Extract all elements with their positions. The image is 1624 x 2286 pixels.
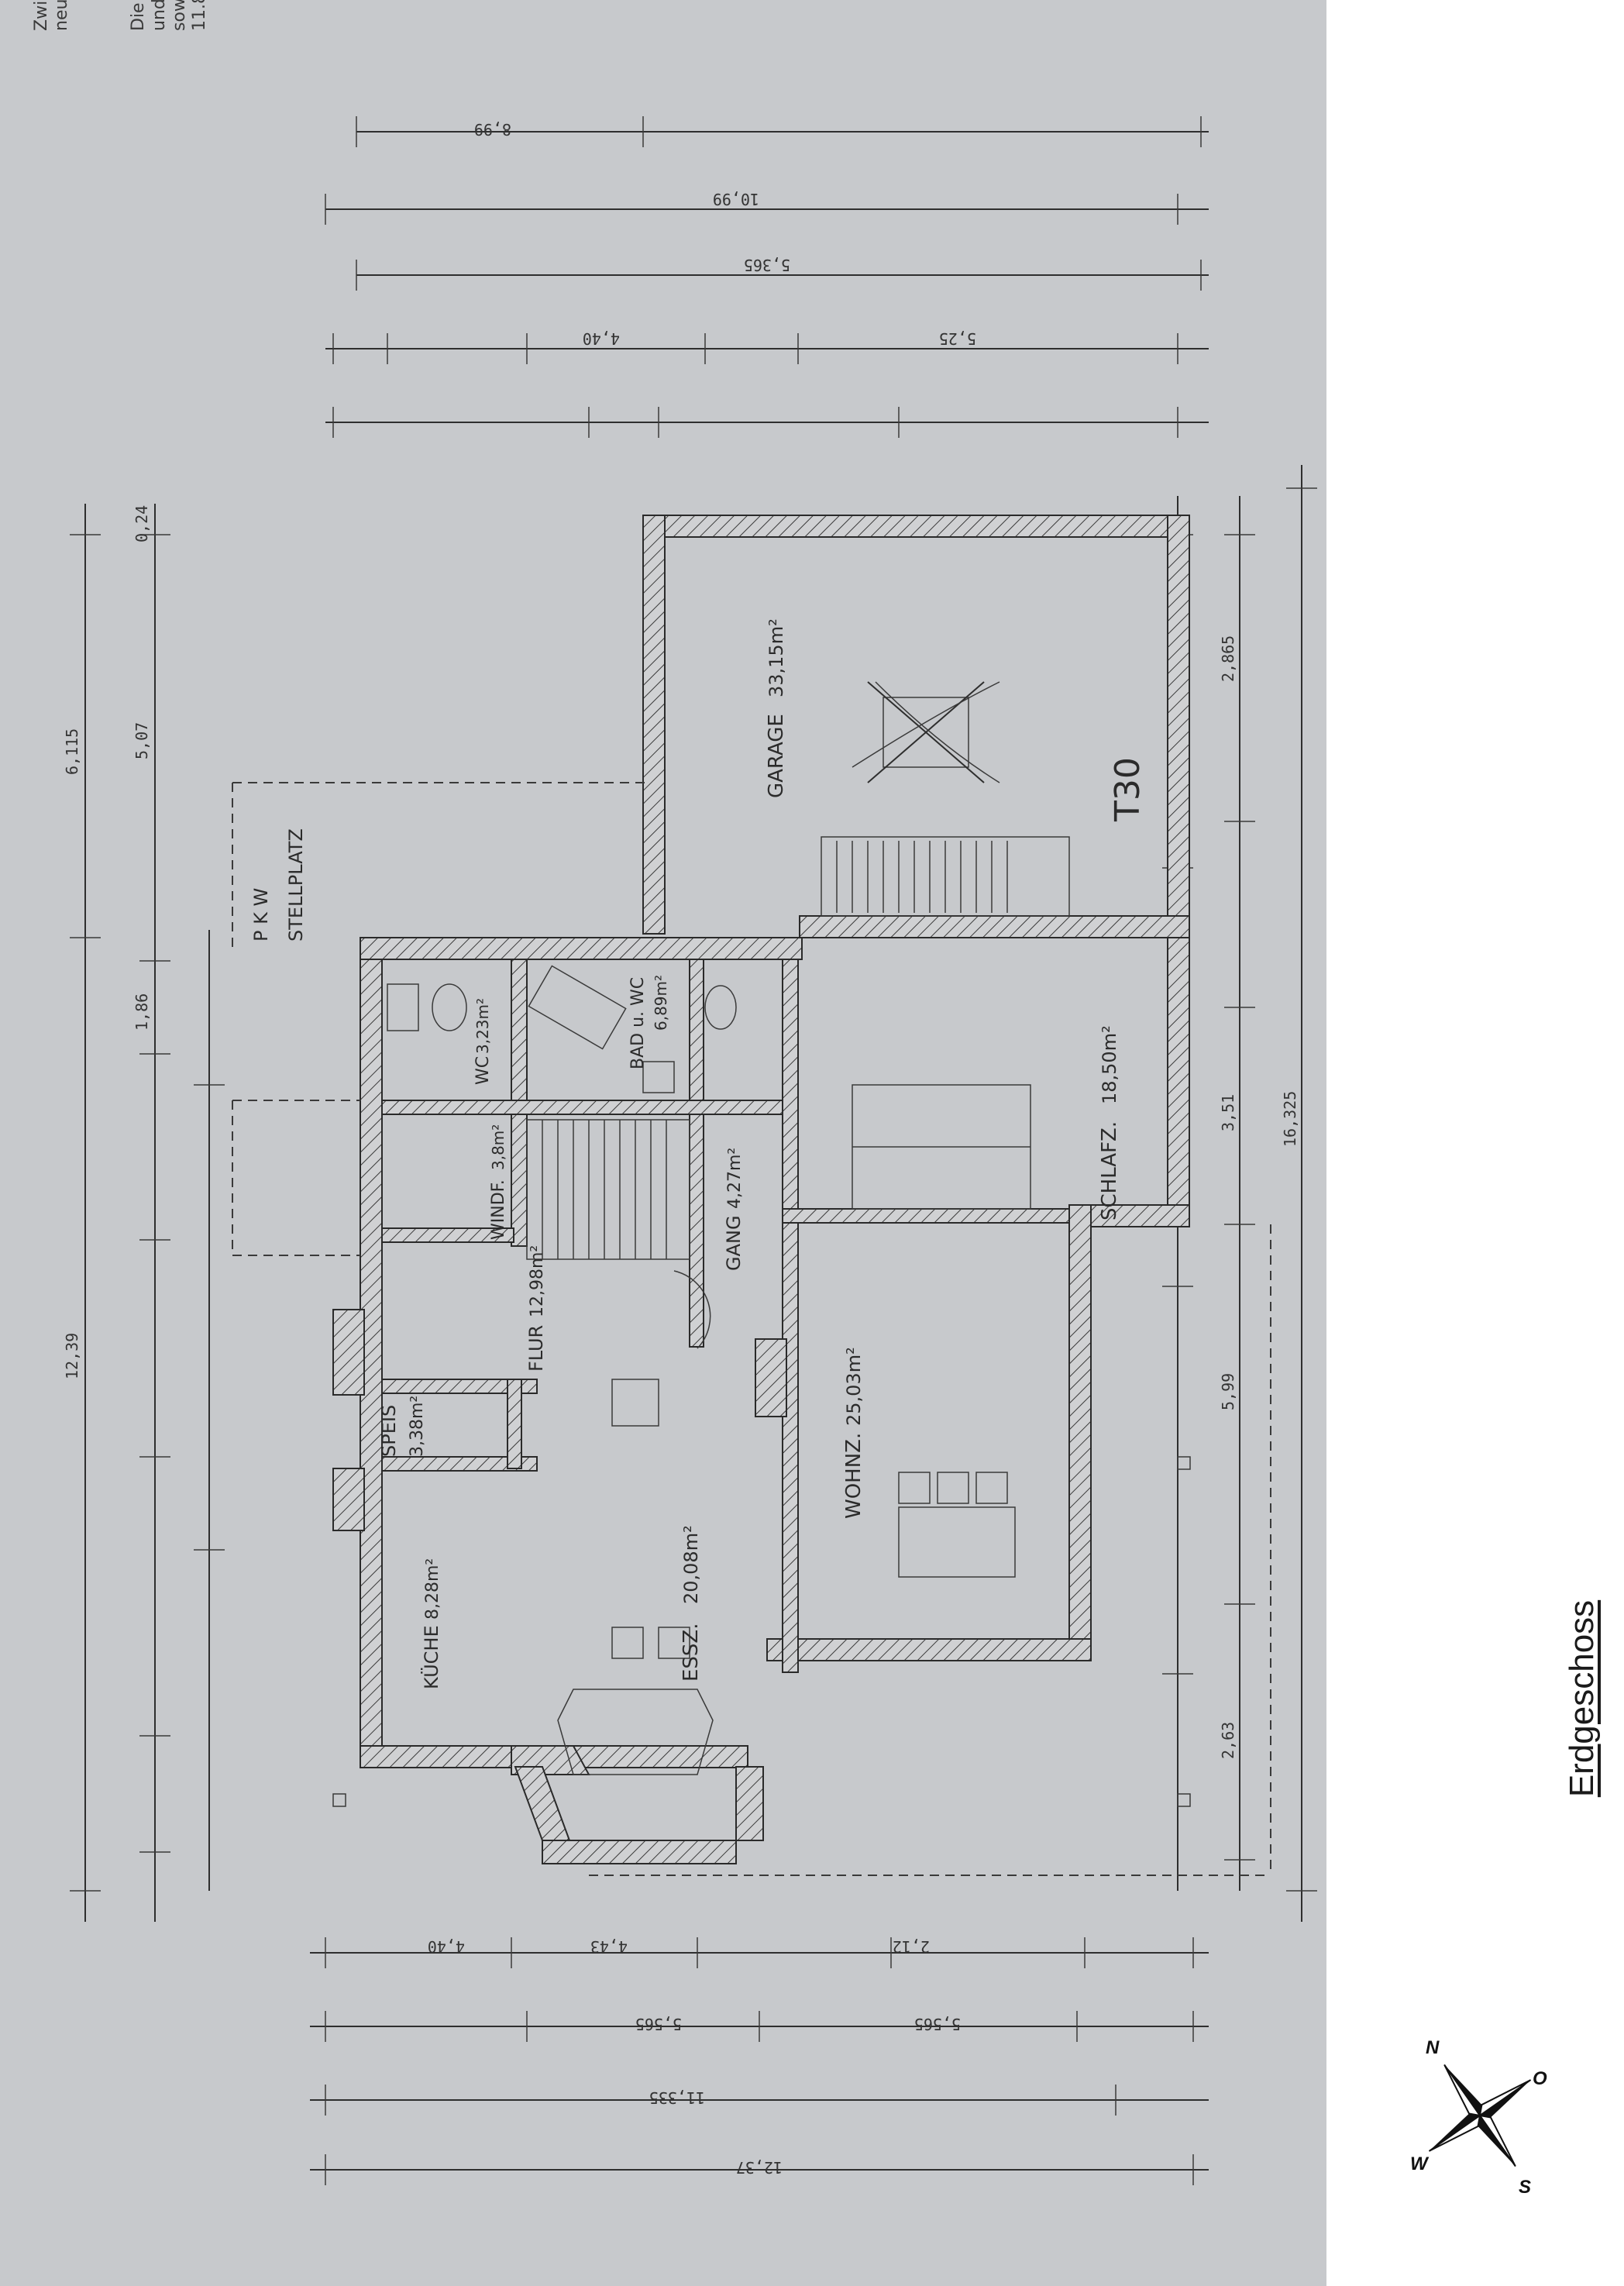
room-wc-area: 3,23m² [473,998,492,1054]
room-schlafz-name: SCHLAFZ. [1098,1121,1121,1220]
bathroom-fixtures [387,965,737,1093]
parking-outline [232,782,1271,1876]
room-schlafz-area: 18,50m² [1099,1025,1120,1104]
title-margin [1326,0,1624,1968]
note-head-2: neuen ode [52,0,71,31]
room-wc-name: WC [473,1056,493,1085]
compass-s: S [1519,2177,1531,2198]
marker-square-right [1177,1793,1191,1807]
dim-bottom-total: 12,37 [736,2158,783,2177]
compass-rose: N O S W [1410,2037,1547,2198]
dim-top-b: 8,99 [474,120,511,139]
parking-label-2: STELLPLATZ [285,828,307,942]
furniture [557,1084,1031,1775]
marker-square-mid [1177,1456,1191,1470]
top-note: Zwischenr neuen ode Die Verordnung und H… [32,0,209,31]
dim-left-d: 0,24 [132,505,151,542]
dim-right-total: 16,325 [1281,1091,1299,1147]
dimension-lines-bottom: 12,37 11,335 4,43 5,565 2,12 5,565 4,40 [310,1937,1209,2185]
room-essz-area: 20,08m² [680,1525,702,1604]
room-wohnz-name: WOHNZ. [842,1433,865,1519]
room-garage-area: 33,15m² [766,618,787,697]
dim-right-b: 5,99 [1219,1373,1237,1410]
room-wohnz-area: 25,03m² [843,1347,865,1426]
room-bad-area: 6,89m² [652,975,670,1031]
floor-plan-scan [0,0,1326,2286]
room-kueche-area: 8,28m² [423,1558,442,1620]
compass-icon [1428,2064,1532,2167]
dim-bottom-c: 5,565 [914,2015,961,2033]
room-flur-area: 12,98m² [528,1245,547,1317]
room-flur-name: FLUR [525,1325,547,1372]
room-windf-area: 3,8m² [489,1124,508,1170]
note-line-1: Die Verordnung [129,0,148,31]
dimension-lines-top: 10,99 5,365 8,99 5,25 4,40 [325,116,1209,438]
compass-n: N [1426,2037,1440,2058]
dim-top-a: 5,365 [744,256,790,274]
compass-o: O [1533,2068,1547,2089]
dim-left-a: 6,115 [63,728,81,775]
dim-top-c: 5,25 [939,329,976,348]
room-kueche-name: KÜCHE [420,1625,442,1689]
dim-right-a: 3,51 [1219,1094,1237,1131]
dim-left-total: 12,39 [63,1333,81,1379]
note-line-2: und Heizräume [150,0,169,31]
building-walls [332,515,1190,1864]
room-labels: GARAGE 33,15m² SCHLAFZ. 18,50m² WOHNZ. 2… [250,618,1147,1689]
dim-bottom-b: 4,43 [590,1937,628,1956]
dimension-lines-left: 12,39 6,115 5,07 1,86 0,24 [63,504,225,1922]
room-windf-name: WINDF. [489,1179,508,1240]
dim-bottom-a: 11,335 [649,2088,705,2107]
room-garage-name: GARAGE [765,714,788,798]
room-gang-name: GANG [723,1215,745,1271]
room-speis-area: 3,38m² [408,1396,427,1457]
room-essz-name: ESSZ. [680,1623,703,1682]
garage-details [821,681,1070,917]
parking-label-1: P K W [250,888,272,942]
dim-top-d: 4,40 [583,329,620,348]
dim-inner-a: 5,565 [635,2015,682,2033]
compass-w: W [1410,2153,1430,2174]
note-line-3: sowie die Lage [170,0,189,31]
room-speis-name: SPEIS [378,1405,400,1457]
room-bad-name: BAD u. WC [628,977,648,1069]
note-line-4: 11.8.1995 sind [190,0,209,31]
room-gang-area: 4,27m² [725,1148,745,1209]
dim-right-c: 2,63 [1219,1722,1237,1759]
fire-rating-label: T30 [1108,757,1147,822]
dim-right-d: 2,865 [1219,635,1237,682]
dim-left-b: 5,07 [132,722,151,759]
marker-square-left [332,1793,346,1807]
floor-title: Erdgeschoss [1563,1599,1601,1798]
dim-inner-b: 4,40 [428,1937,465,1956]
dim-top-total: 10,99 [713,190,759,208]
staircase [526,1119,711,1349]
dim-bottom-d: 2,12 [893,1937,930,1956]
floor-plan-drawing: Zwischenr neuen ode Die Verordnung und H… [32,0,1317,2185]
note-head-1: Zwischenr [32,0,51,31]
dim-left-c: 1,86 [132,993,151,1031]
